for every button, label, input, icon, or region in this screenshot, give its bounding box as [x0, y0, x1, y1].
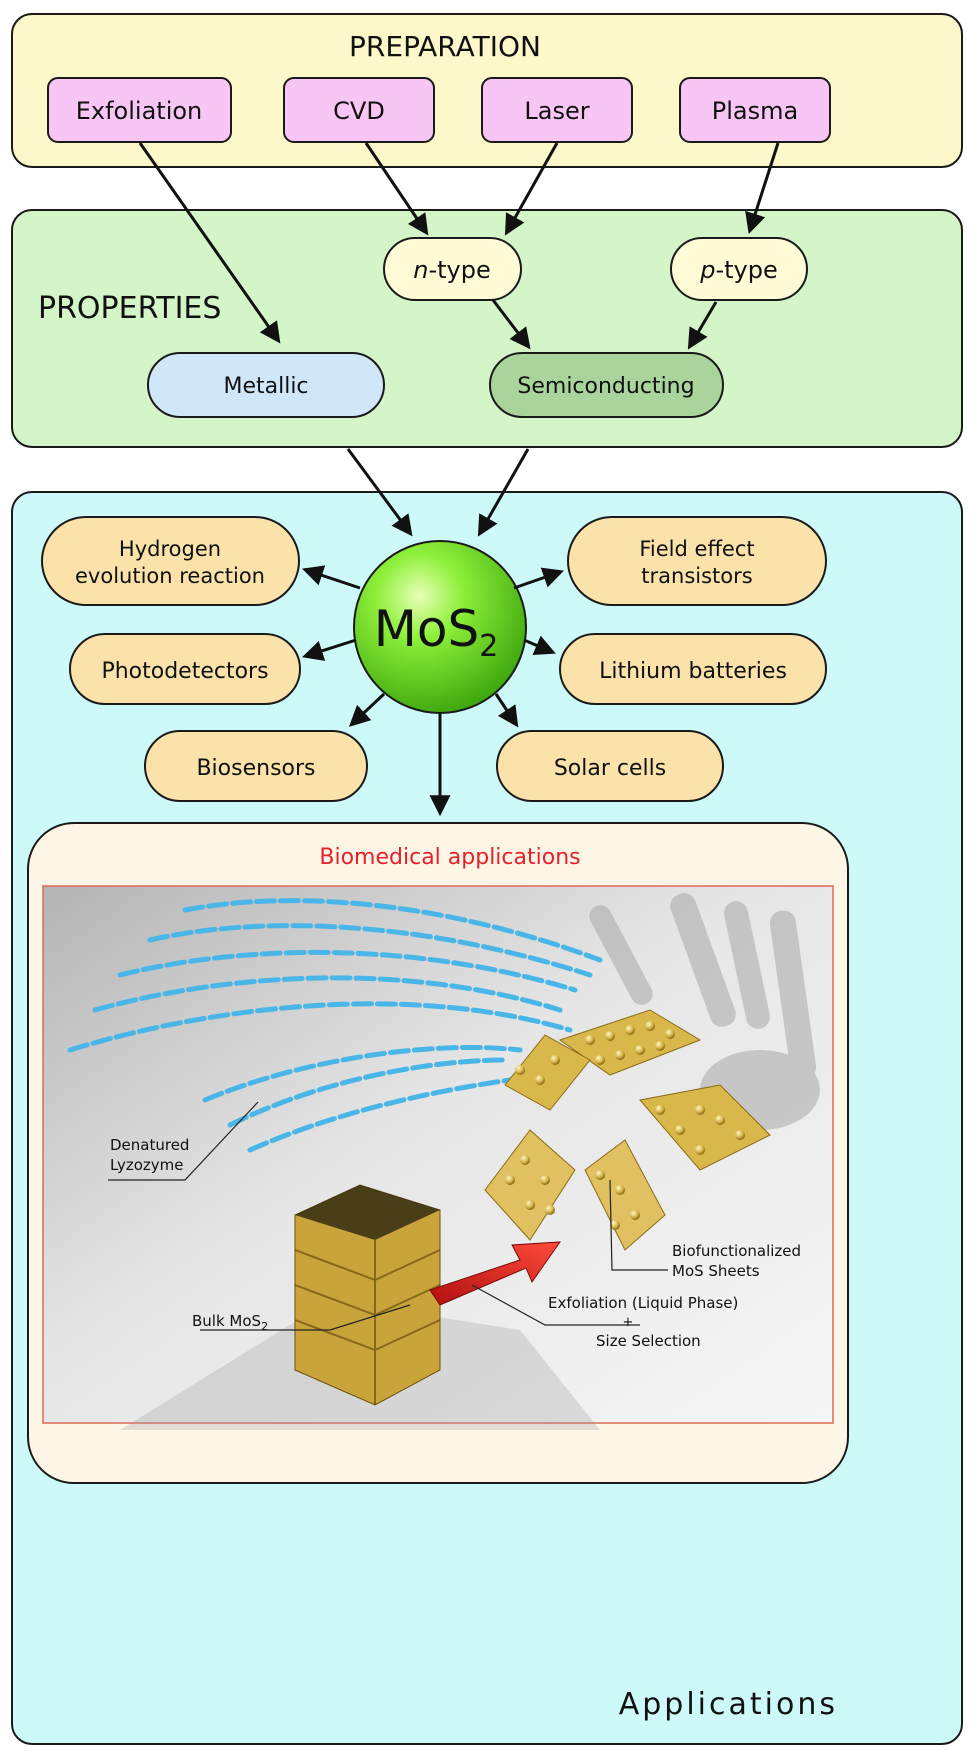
- svg-text:MoS2: MoS2: [374, 600, 499, 664]
- app-solar-cells: Solar cells: [496, 730, 724, 802]
- app-lithium-batteries: Lithium batteries: [559, 633, 827, 705]
- biosensors-label: Biosensors: [196, 756, 315, 781]
- biomedical-section: Biomedical applications: [27, 822, 849, 1484]
- fet-line1: Field effect: [639, 537, 754, 561]
- callout-lines: [108, 1101, 668, 1331]
- fet-line2: transistors: [641, 564, 752, 588]
- arrow-mos2-photodetectors: [301, 638, 357, 661]
- app-field-effect-transistors: Field effect transistors: [567, 516, 827, 606]
- arrow-ntype-semiconducting: [491, 299, 531, 350]
- p-type-suffix: -type: [715, 256, 777, 284]
- method-cvd-label: CVD: [333, 97, 385, 125]
- arrow-exfoliation-metallic: [138, 142, 281, 344]
- method-plasma-label: Plasma: [712, 97, 798, 125]
- photodetectors-label: Photodetectors: [101, 659, 268, 684]
- preparation-title: PREPARATION: [349, 30, 541, 63]
- semiconducting-node: Semiconducting: [489, 352, 724, 418]
- app-photodetectors: Photodetectors: [69, 633, 301, 705]
- size-selection-label: Size Selection: [596, 1332, 701, 1350]
- arrow-cvd-ntype: [364, 142, 429, 236]
- mos2-sheets: [484, 1009, 771, 1251]
- applications-title: Applications: [619, 1687, 838, 1722]
- method-plasma: Plasma: [679, 77, 831, 143]
- app-biosensors: Biosensors: [144, 730, 368, 802]
- mos2-main: MoS: [374, 600, 479, 658]
- arrow-mos2-lithium: [523, 635, 556, 656]
- preparation-section: PREPARATION Exfoliation CVD Laser Plasma: [11, 13, 963, 168]
- hydrogen-line1: Hydrogen: [119, 537, 221, 561]
- bulk-mos2-subscript: 2: [261, 1320, 268, 1333]
- applications-section: Applications Hydrogen evolution reaction…: [11, 491, 963, 1745]
- method-laser-label: Laser: [524, 97, 589, 125]
- mos2-subscript: 2: [479, 629, 498, 664]
- arrow-mos2-hydrogen: [302, 565, 361, 590]
- method-exfoliation-label: Exfoliation: [76, 97, 203, 125]
- plus-label: +: [623, 1315, 634, 1330]
- hydrogen-line2: evolution reaction: [75, 564, 265, 588]
- biomedical-title: Biomedical applications: [319, 845, 580, 870]
- arrow-ptype-semiconducting: [687, 301, 718, 350]
- method-laser: Laser: [481, 77, 633, 143]
- biofunctionalized-label-line2: MoS Sheets: [672, 1262, 760, 1280]
- arrow-mos2-biosensors: [348, 692, 386, 727]
- lithium-label: Lithium batteries: [599, 659, 787, 684]
- metallic-label: Metallic: [223, 374, 308, 399]
- n-type-node: n-type: [383, 237, 522, 301]
- flow-arrows: [138, 142, 780, 817]
- solar-label: Solar cells: [554, 756, 666, 781]
- denatured-label-line2: Lyzozyme: [110, 1156, 184, 1174]
- n-type-prefix: n: [413, 256, 428, 284]
- bulk-mos2-label: Bulk MoS: [192, 1312, 261, 1330]
- arrow-properties-mos2-right: [477, 448, 530, 537]
- app-hydrogen-evolution: Hydrogen evolution reaction: [41, 516, 300, 606]
- svg-text:Bulk MoS2: Bulk MoS2: [192, 1312, 268, 1333]
- svg-text:p-type: p-type: [699, 256, 778, 284]
- bulk-mos2-block: [294, 1184, 441, 1406]
- svg-text:n-type: n-type: [413, 256, 491, 284]
- denatured-label-line1: Denatured: [110, 1136, 189, 1154]
- arrow-mos2-solar: [494, 693, 519, 728]
- arrow-mos2-fet: [513, 567, 564, 590]
- p-type-prefix: p: [699, 256, 715, 284]
- n-type-suffix: -type: [428, 256, 490, 284]
- properties-section: PROPERTIES n-type p-type Metallic Semico…: [11, 209, 963, 448]
- arrow-properties-mos2-left: [346, 448, 413, 537]
- properties-title: PROPERTIES: [38, 291, 221, 326]
- biomedical-illustration: Denatured Lyzozyme Biofunctionalized MoS…: [42, 885, 834, 1430]
- biofunctionalized-label-line1: Biofunctionalized: [672, 1242, 801, 1260]
- exfoliation-label: Exfoliation (Liquid Phase): [548, 1294, 738, 1312]
- arrow-plasma-ptype: [745, 142, 780, 234]
- method-cvd: CVD: [283, 77, 435, 143]
- exfoliation-arrow: [429, 1241, 562, 1306]
- mos2-center-node: MoS2: [353, 540, 527, 714]
- metallic-node: Metallic: [147, 352, 385, 418]
- arrow-laser-ntype: [504, 142, 559, 236]
- p-type-node: p-type: [670, 237, 808, 301]
- lysozyme-strands: [67, 898, 603, 1153]
- method-exfoliation: Exfoliation: [47, 77, 232, 143]
- semiconducting-label: Semiconducting: [517, 374, 694, 399]
